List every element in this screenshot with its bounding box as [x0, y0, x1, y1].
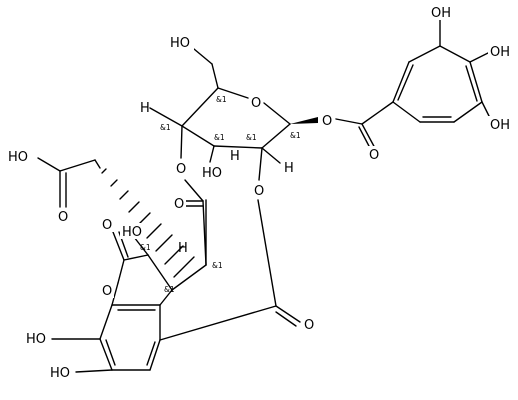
stereo-c2: &1	[246, 133, 257, 142]
lactone-c-h-label: H	[178, 241, 188, 256]
stereo-c5: &1	[216, 95, 227, 104]
bridge-carbonyl-oxygen-label: O	[174, 197, 184, 212]
bridge-carbonyl-oxygen-2-label: O	[304, 318, 314, 333]
galloyl-carbonyl-oxygen-label: O	[369, 148, 379, 163]
atom-labels: HO O O O OH OH OH H O HO H H O HO O O O …	[6, 4, 512, 381]
aromatic-oh-8-label: HO	[26, 332, 46, 347]
sugar-c3-oh-label: HO	[202, 166, 222, 181]
lactone-c-hydroxyl-label: HO	[122, 225, 142, 240]
ester-oxygen-label: O	[322, 114, 332, 129]
sugar-h-c1-label: H	[284, 161, 294, 176]
galloyl-oh-top-label: OH	[431, 6, 451, 21]
stereo-cc: &1	[140, 243, 151, 252]
hashed-bond	[101, 168, 195, 278]
sugar-h-c4-label: H	[140, 101, 150, 116]
sugar-h-c2-label: H	[230, 149, 240, 164]
stereo-c1: &1	[290, 131, 301, 140]
acid-carbonyl-oxygen-label: O	[58, 210, 68, 225]
acid-hydroxyl-label: HO	[8, 150, 28, 165]
stereo-markers: &1 &1 &1 &1 &1 &1 &1 &1	[140, 95, 301, 294]
aromatic-oh-7-label: HO	[50, 366, 70, 381]
sugar-o-c2-label: O	[254, 184, 264, 199]
lactone-carbonyl-oxygen-label: O	[102, 218, 112, 233]
bonds	[37, 19, 491, 373]
sugar-o-c4-label: O	[176, 162, 186, 177]
stereo-cb: &1	[164, 285, 175, 294]
stereo-ca: &1	[212, 261, 223, 270]
hydroxymethyl-oh-label: HO	[170, 36, 190, 51]
galloyl-oh-bottom-label: OH	[490, 118, 510, 133]
stereo-c3: &1	[214, 133, 225, 142]
lactone-ring-oxygen-label: O	[102, 284, 112, 299]
galloyl-oh-right-label: OH	[490, 45, 510, 60]
ring-oxygen-label: O	[251, 96, 261, 111]
stereo-c4: &1	[160, 123, 171, 132]
